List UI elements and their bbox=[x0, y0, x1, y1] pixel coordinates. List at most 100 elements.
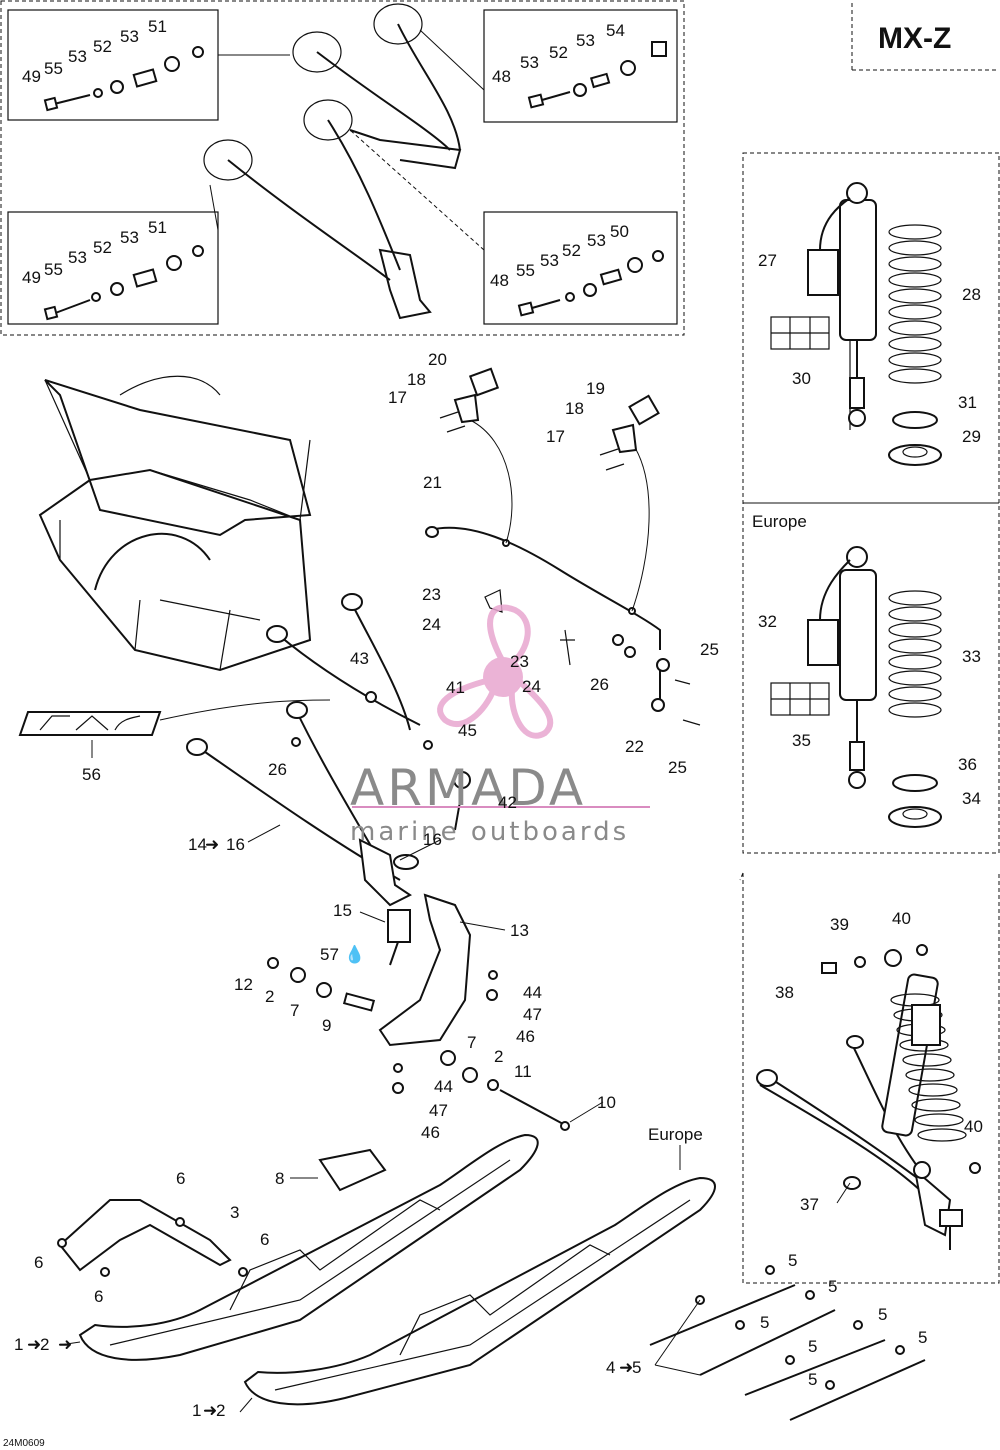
arrow-glyph: ➜ bbox=[27, 1335, 41, 1354]
callout: 23 bbox=[422, 585, 441, 604]
callout: 52 bbox=[93, 37, 112, 56]
callout: 38 bbox=[775, 983, 794, 1002]
callout: 3 bbox=[230, 1203, 239, 1222]
leader-lines bbox=[59, 740, 851, 1413]
callout: 49 bbox=[22, 268, 41, 287]
callout: 1 bbox=[14, 1335, 23, 1354]
callout: 14 bbox=[188, 835, 207, 854]
callout: 55 bbox=[516, 261, 535, 280]
callout: 52 bbox=[562, 241, 581, 260]
callouts-bottom-right: 50 53 52 53 48 55 bbox=[490, 222, 629, 290]
callout: 2 bbox=[265, 987, 274, 1006]
callouts-top-left: 51 53 52 53 49 55 bbox=[22, 17, 167, 86]
callout: 41 bbox=[446, 678, 465, 697]
callout: 31 bbox=[958, 393, 977, 412]
propeller-logo bbox=[437, 604, 554, 739]
callout: 25 bbox=[700, 640, 719, 659]
callout: 29 bbox=[962, 427, 981, 446]
callouts-top-right: 54 53 52 53 48 bbox=[492, 21, 625, 86]
callout: 40 bbox=[964, 1117, 983, 1136]
callout: 20 bbox=[428, 350, 447, 369]
callout: 6 bbox=[34, 1253, 43, 1272]
callout: 47 bbox=[429, 1101, 448, 1120]
title-box: MX-Z bbox=[851, 2, 999, 71]
callout: 11 bbox=[514, 1062, 532, 1081]
callout: 24 bbox=[522, 677, 541, 696]
watermark-brand: ARMADA bbox=[350, 759, 586, 817]
callout: 13 bbox=[510, 921, 529, 940]
callout: 5 bbox=[632, 1358, 641, 1377]
shock-panel bbox=[742, 152, 1000, 504]
bolt-set-top-left bbox=[43, 46, 204, 112]
front-suspension-arms bbox=[159, 593, 472, 1047]
callout: 55 bbox=[44, 260, 63, 279]
drop-icon: 💧 bbox=[344, 944, 365, 964]
callout: 39 bbox=[830, 915, 849, 934]
callout: 48 bbox=[492, 67, 511, 86]
callout: 34 bbox=[962, 789, 981, 808]
callout: 21 bbox=[423, 473, 442, 492]
shock-panel-europe bbox=[742, 502, 1000, 854]
callout: 5 bbox=[828, 1277, 837, 1296]
callout: 16 bbox=[423, 830, 442, 849]
callout: 25 bbox=[668, 758, 687, 777]
callout: 30 bbox=[792, 369, 811, 388]
callout: 5 bbox=[808, 1337, 817, 1356]
callout: 46 bbox=[516, 1027, 535, 1046]
callout: 53 bbox=[520, 53, 539, 72]
callout: 2 bbox=[216, 1401, 225, 1420]
diagram-code: 24M0609 bbox=[3, 1438, 45, 1449]
europe-label-shock: Europe bbox=[752, 512, 807, 531]
callout: 51 bbox=[148, 218, 167, 237]
shock-spring bbox=[888, 224, 942, 384]
callout: 52 bbox=[549, 43, 568, 62]
callout: 16 bbox=[226, 835, 245, 854]
coilover-shock bbox=[881, 949, 967, 1179]
callout: 28 bbox=[962, 285, 981, 304]
callout: 33 bbox=[962, 647, 981, 666]
upper-a-arm-panel bbox=[0, 0, 685, 336]
callouts-sway-bar: 20 18 17 19 18 17 21 bbox=[388, 350, 605, 492]
upper-a-arm bbox=[203, 3, 485, 320]
carbide-runners bbox=[649, 1265, 926, 1421]
callout: 23 bbox=[510, 652, 529, 671]
bolt-set-bottom-right bbox=[517, 250, 664, 317]
callout: 5 bbox=[878, 1305, 887, 1324]
callout: 51 bbox=[148, 17, 167, 36]
callout: 5 bbox=[918, 1328, 927, 1347]
callout: 57 bbox=[320, 945, 339, 964]
callout: 48 bbox=[490, 271, 509, 290]
callout: 54 bbox=[606, 21, 625, 40]
callout: 44 bbox=[434, 1077, 453, 1096]
armada-watermark: ARMADA marine outboards bbox=[350, 604, 650, 847]
callout: 18 bbox=[407, 370, 426, 389]
callout: 17 bbox=[546, 427, 565, 446]
europe-label-ski: Europe bbox=[648, 1125, 703, 1144]
callout: 53 bbox=[68, 248, 87, 267]
callout: 44 bbox=[523, 983, 542, 1002]
callout: 52 bbox=[93, 238, 112, 257]
callout: 32 bbox=[758, 612, 777, 631]
callout: 35 bbox=[792, 731, 811, 750]
callout: 2 bbox=[494, 1047, 503, 1066]
callout: 53 bbox=[68, 47, 87, 66]
callout: 18 bbox=[565, 399, 584, 418]
callout: 55 bbox=[44, 59, 63, 78]
callout: 19 bbox=[586, 379, 605, 398]
callout: 36 bbox=[958, 755, 977, 774]
ski-europe bbox=[243, 1176, 716, 1406]
callout: 27 bbox=[758, 251, 777, 270]
callout: 5 bbox=[808, 1370, 817, 1389]
callout: 53 bbox=[540, 251, 559, 270]
callout: 26 bbox=[268, 760, 287, 779]
callout: 26 bbox=[590, 675, 609, 694]
callout: 53 bbox=[120, 27, 139, 46]
callout: 42 bbox=[498, 793, 517, 812]
shock-spring-europe bbox=[888, 590, 942, 718]
callout: 46 bbox=[421, 1123, 440, 1142]
callout: 22 bbox=[625, 737, 644, 756]
callout: 40 bbox=[892, 909, 911, 928]
callout: 7 bbox=[467, 1033, 476, 1052]
callout: 6 bbox=[94, 1287, 103, 1306]
